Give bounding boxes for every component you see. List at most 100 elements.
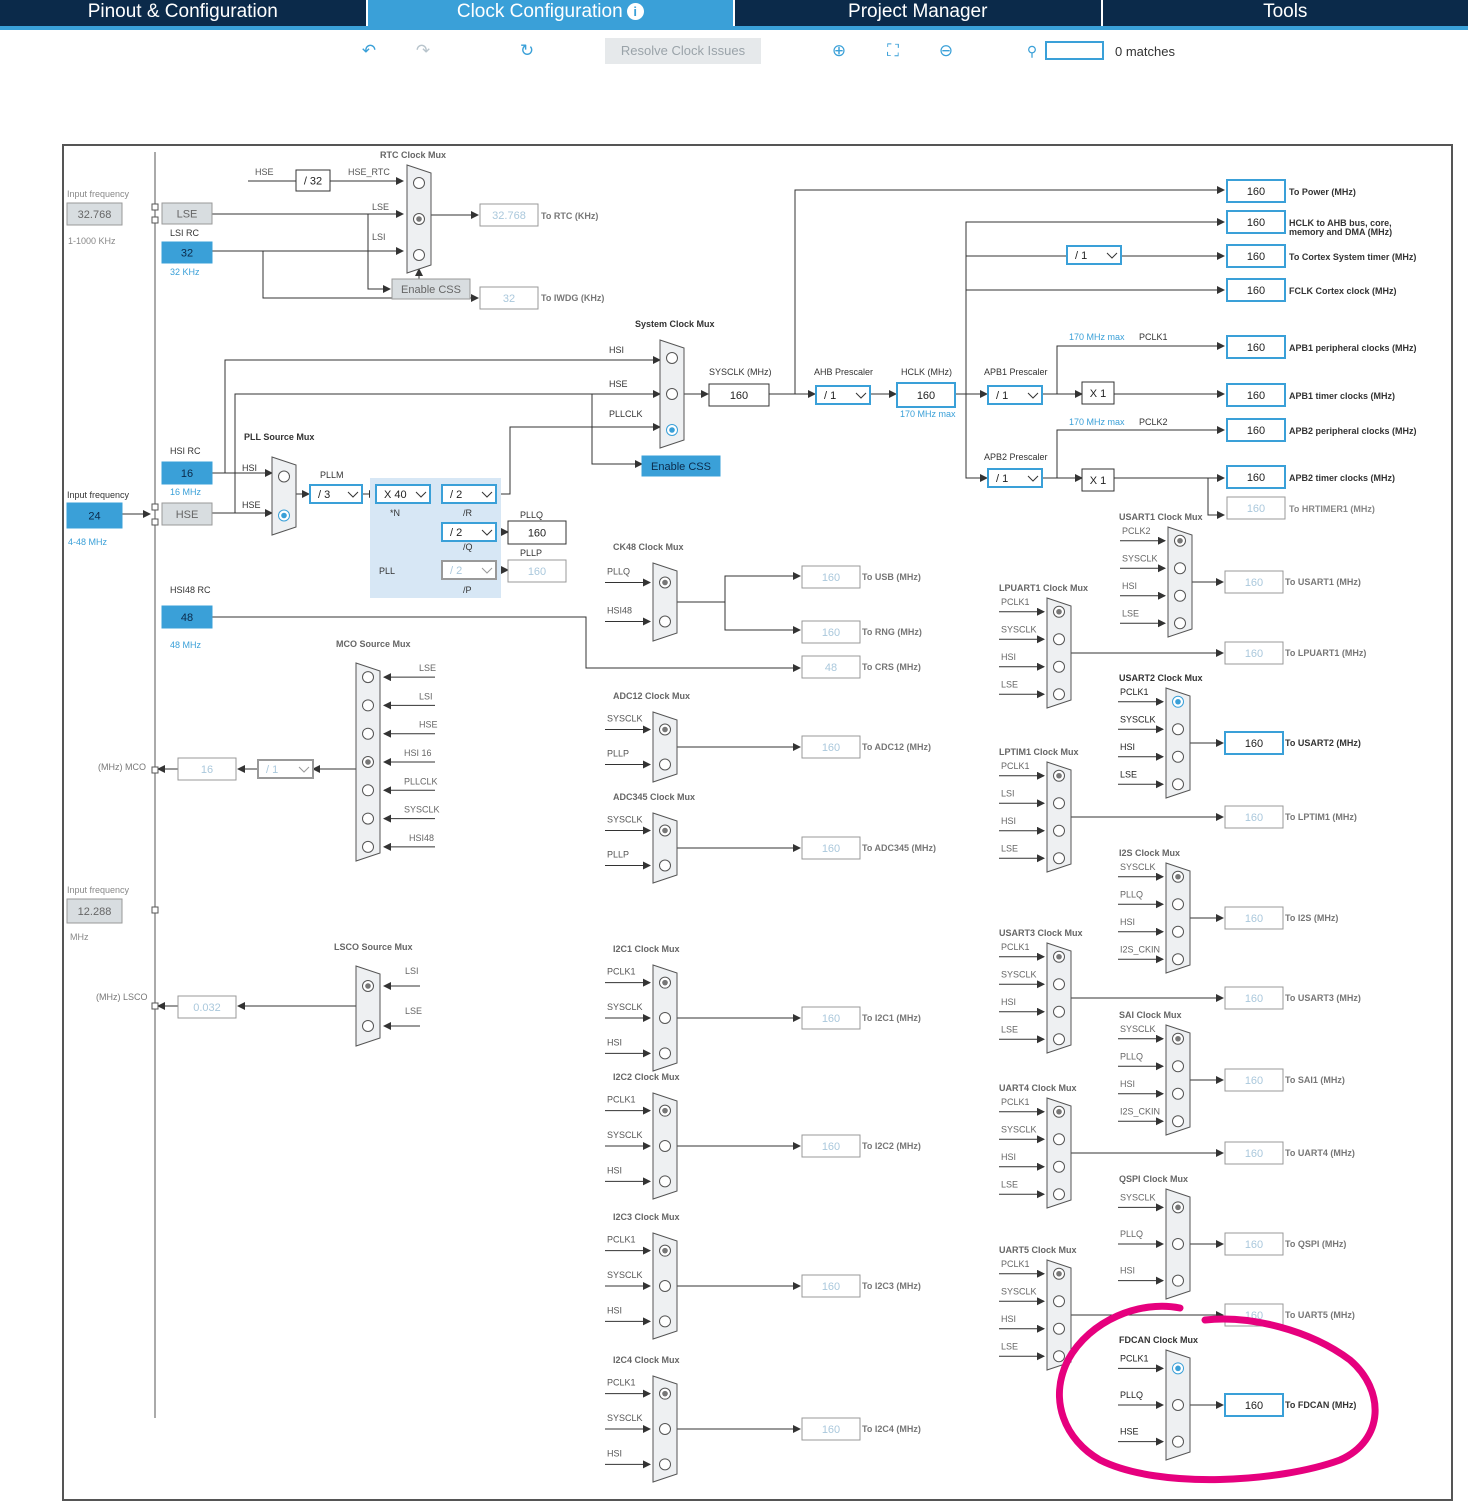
undo-icon[interactable]: ↶ bbox=[361, 41, 377, 60]
system-clock-mux-radio-0[interactable] bbox=[666, 352, 678, 364]
right-mux-2-radio-3[interactable] bbox=[1172, 778, 1184, 791]
system-clock-mux-radio-1[interactable] bbox=[666, 388, 678, 400]
right-mux-8-radio-2[interactable] bbox=[1172, 1274, 1184, 1287]
pllp-select[interactable]: / 2 bbox=[441, 560, 497, 580]
lsco-source-mux-radio-1[interactable] bbox=[362, 1020, 374, 1032]
mid-mux-0-output[interactable]: 160 bbox=[801, 735, 861, 759]
mid-mux-1-radio-1[interactable] bbox=[659, 859, 671, 872]
right-mux-3-output[interactable]: 160 bbox=[1224, 805, 1284, 829]
mid-mux-4-radio-2[interactable] bbox=[659, 1315, 671, 1328]
right-mux-7-radio-1[interactable] bbox=[1053, 1133, 1065, 1146]
apb2-prescaler-select[interactable]: / 1 bbox=[987, 468, 1043, 488]
mco-output[interactable]: 16 bbox=[177, 757, 237, 781]
right-mux-9-radio-1[interactable] bbox=[1053, 1295, 1065, 1308]
cortex-timer-divider-select[interactable]: / 1 bbox=[1066, 245, 1122, 265]
mco-source-mux-radio-1[interactable] bbox=[362, 699, 374, 712]
output-4[interactable]: 160 bbox=[1226, 335, 1286, 359]
lsco-output[interactable]: 0.032 bbox=[177, 995, 237, 1019]
hse-frequency-input[interactable]: 24 bbox=[66, 502, 123, 529]
output-8[interactable]: 160 bbox=[1226, 496, 1286, 520]
sysclk-output[interactable]: 160 bbox=[708, 383, 770, 407]
lse-block[interactable]: LSE bbox=[161, 202, 213, 225]
hse-block[interactable]: HSE bbox=[161, 502, 213, 526]
right-mux-0-radio-3[interactable] bbox=[1174, 617, 1186, 630]
sysmux-enable-css-button[interactable]: Enable CSS bbox=[641, 455, 721, 477]
pllq-output[interactable]: 160 bbox=[507, 520, 567, 545]
output-0[interactable]: 160 bbox=[1226, 179, 1286, 203]
apb1-prescaler-select[interactable]: / 1 bbox=[987, 385, 1043, 405]
output-3[interactable]: 160 bbox=[1226, 278, 1286, 302]
tab-project-manager[interactable]: Project Manager bbox=[735, 0, 1103, 26]
right-mux-7-radio-3[interactable] bbox=[1053, 1188, 1065, 1201]
right-mux-0-radio-2[interactable] bbox=[1174, 589, 1186, 602]
rng-output[interactable]: 160 bbox=[801, 620, 861, 644]
output-2[interactable]: 160 bbox=[1226, 244, 1286, 268]
mid-mux-3-radio-1[interactable] bbox=[659, 1140, 671, 1152]
search-input[interactable] bbox=[1045, 41, 1104, 60]
right-mux-8-radio-1[interactable] bbox=[1172, 1238, 1184, 1250]
right-mux-3-radio-2[interactable] bbox=[1053, 824, 1065, 837]
mco-source-mux-radio-4[interactable] bbox=[362, 784, 374, 797]
iwdg-output[interactable]: 32 bbox=[479, 286, 539, 310]
right-mux-8-output[interactable]: 160 bbox=[1224, 1232, 1284, 1256]
lsi-rc-block[interactable]: 32 bbox=[161, 241, 213, 264]
right-mux-5-radio-2[interactable] bbox=[1053, 1005, 1065, 1018]
right-mux-6-radio-3[interactable] bbox=[1172, 1115, 1184, 1128]
hsi48-rc-block[interactable]: 48 bbox=[161, 605, 213, 629]
zoom-in-icon[interactable]: ⊕ bbox=[831, 41, 847, 60]
ck48-clock-mux-radio-1[interactable] bbox=[659, 615, 671, 628]
right-mux-5-radio-1[interactable] bbox=[1053, 978, 1065, 991]
mid-mux-4-output[interactable]: 160 bbox=[801, 1274, 861, 1298]
resolve-clock-issues-button[interactable]: Resolve Clock Issues bbox=[605, 38, 761, 64]
ahb-prescaler-select[interactable]: / 1 bbox=[815, 385, 871, 405]
mid-mux-1-output[interactable]: 160 bbox=[801, 836, 861, 860]
usb-output[interactable]: 160 bbox=[801, 565, 861, 589]
mid-mux-2-output[interactable]: 160 bbox=[801, 1006, 861, 1030]
mid-mux-0-radio-1[interactable] bbox=[659, 758, 671, 771]
mid-mux-5-output[interactable]: 160 bbox=[801, 1417, 861, 1441]
right-mux-6-radio-2[interactable] bbox=[1172, 1087, 1184, 1100]
right-mux-1-radio-1[interactable] bbox=[1053, 633, 1065, 646]
rtc-enable-css-button[interactable]: Enable CSS bbox=[391, 278, 471, 300]
hclk-input[interactable]: 160 bbox=[896, 382, 956, 408]
output-6[interactable]: 160 bbox=[1226, 418, 1286, 442]
right-mux-4-radio-2[interactable] bbox=[1172, 925, 1184, 938]
rtc-output[interactable]: 32.768 bbox=[479, 203, 539, 227]
mid-mux-2-radio-2[interactable] bbox=[659, 1047, 671, 1060]
mid-mux-2-radio-1[interactable] bbox=[659, 1012, 671, 1024]
plln-select[interactable]: X 40 bbox=[375, 484, 431, 504]
right-mux-0-output[interactable]: 160 bbox=[1224, 570, 1284, 594]
right-mux-6-output[interactable]: 160 bbox=[1224, 1068, 1284, 1092]
mid-mux-3-radio-2[interactable] bbox=[659, 1175, 671, 1188]
zoom-out-icon[interactable]: ⊖ bbox=[938, 41, 954, 60]
right-mux-9-radio-2[interactable] bbox=[1053, 1322, 1065, 1335]
crs-output[interactable]: 48 bbox=[801, 655, 861, 679]
pllq-select[interactable]: / 2 bbox=[441, 522, 497, 542]
info-icon[interactable]: i bbox=[626, 3, 644, 20]
pllm-select[interactable]: / 3 bbox=[309, 484, 363, 504]
mco-source-mux-radio-5[interactable] bbox=[362, 812, 374, 825]
reset-icon[interactable]: ↻ bbox=[519, 41, 535, 60]
right-mux-1-output[interactable]: 160 bbox=[1224, 641, 1284, 665]
pll-source-mux-radio-0[interactable] bbox=[278, 470, 290, 483]
right-mux-5-radio-3[interactable] bbox=[1053, 1033, 1065, 1046]
output-7[interactable]: 160 bbox=[1226, 465, 1286, 489]
right-mux-2-radio-2[interactable] bbox=[1172, 750, 1184, 763]
right-mux-2-output[interactable]: 160 bbox=[1224, 731, 1284, 755]
mid-mux-5-radio-1[interactable] bbox=[659, 1423, 671, 1435]
lse-frequency-input[interactable]: 32.768 bbox=[66, 202, 123, 226]
rtc-clock-mux-radio-2[interactable] bbox=[413, 249, 425, 261]
fit-icon[interactable]: ⛶ bbox=[887, 41, 899, 60]
right-mux-10-radio-1[interactable] bbox=[1172, 1399, 1184, 1411]
right-mux-10-radio-2[interactable] bbox=[1172, 1435, 1184, 1448]
mid-mux-4-radio-1[interactable] bbox=[659, 1280, 671, 1292]
output-5[interactable]: 160 bbox=[1226, 383, 1286, 407]
right-mux-7-radio-2[interactable] bbox=[1053, 1160, 1065, 1173]
right-mux-0-radio-1[interactable] bbox=[1174, 562, 1186, 575]
tab-tools[interactable]: Tools bbox=[1263, 1, 1308, 22]
tab-pinout[interactable]: Pinout & Configuration bbox=[0, 0, 368, 26]
right-mux-10-output[interactable]: 160 bbox=[1224, 1393, 1284, 1417]
rtc-hse-divider[interactable]: / 32 bbox=[295, 169, 331, 192]
output-1[interactable]: 160 bbox=[1226, 210, 1286, 234]
mco-source-mux-radio-6[interactable] bbox=[362, 840, 374, 853]
